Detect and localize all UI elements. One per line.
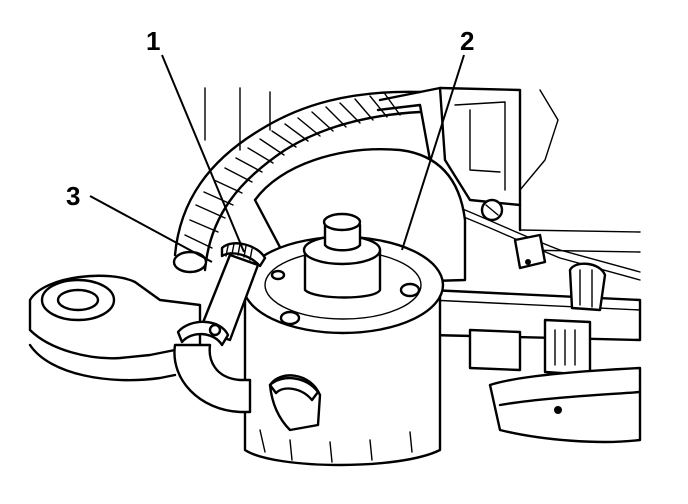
hoses: [173, 242, 322, 432]
callout-1-leader: [161, 54, 245, 253]
air-pump-assembly: [241, 148, 467, 467]
callout-1-label: 1: [146, 26, 160, 56]
mounting-bolt: [270, 269, 286, 281]
control-arm-left: [28, 274, 202, 382]
mounting-bolt: [399, 282, 421, 298]
harness-end: [172, 250, 208, 274]
bracket: [543, 318, 592, 377]
inlet-hose: [173, 343, 252, 414]
lower-arm-right: [488, 366, 642, 444]
callout-3-label: 3: [66, 181, 80, 211]
mounting-bolt: [279, 310, 301, 326]
crossmember-right: [428, 262, 642, 444]
clamp-right: [568, 262, 607, 312]
callout-2-leader: [401, 54, 465, 251]
callouts: 1 2 3: [66, 26, 474, 263]
wiring-harness: [172, 90, 422, 274]
callout-3-leader: [89, 195, 213, 263]
cable-connector: [513, 233, 547, 270]
callout-2-label: 2: [460, 26, 474, 56]
hose-clamp: [268, 376, 320, 402]
